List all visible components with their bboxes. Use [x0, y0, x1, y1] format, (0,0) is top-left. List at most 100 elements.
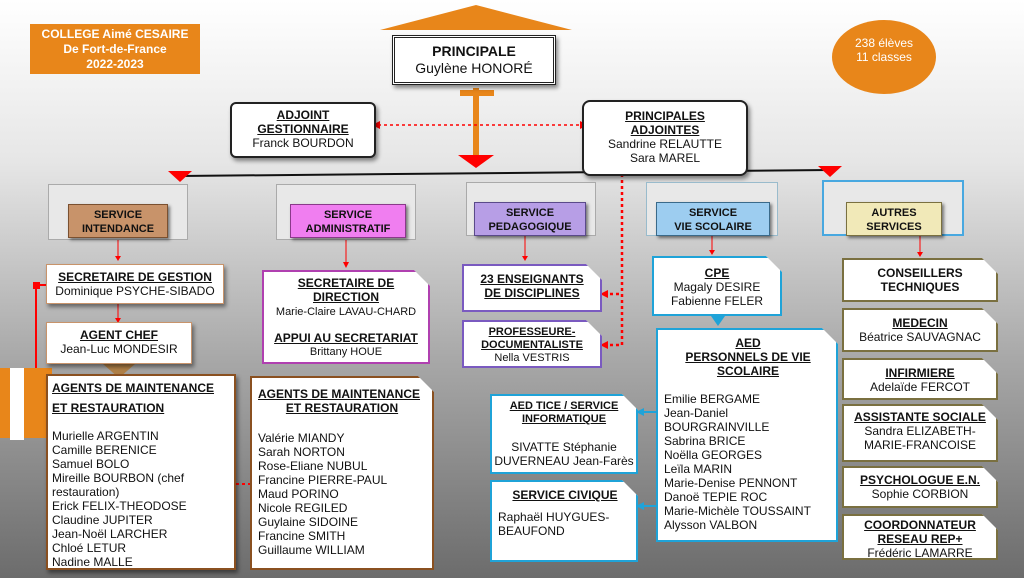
rep-title-2: RESEAU REP+ [877, 532, 963, 546]
agent-chef-box: AGENT CHEF Jean-Luc MONDESIR [46, 322, 192, 364]
staff-name: Claudine JUPITER [52, 513, 153, 527]
secretaire-direction-title: SECRETAIRE DE DIRECTION [297, 276, 395, 304]
college-name: COLLEGE Aimé CESAIRE [41, 27, 189, 41]
staff-name: Chloé LETUR [52, 541, 127, 555]
college-city: De Fort-de-France [63, 42, 167, 56]
staff-name: Marie-Denise PENNONT [664, 476, 798, 490]
staff-name: Emilie BERGAME [664, 392, 761, 406]
staff-name: Rose-Eliane NUBUL [258, 459, 368, 473]
service-civique-title: SERVICE CIVIQUE [512, 488, 618, 502]
adjointes-title: PRINCIPALES [625, 109, 705, 123]
agents-intendance-subtitle: ET RESTAURATION [52, 401, 165, 415]
college-banner: COLLEGE Aimé CESAIRE De Fort-de-France 2… [30, 24, 200, 74]
staff-name: Sabrina BRICE [664, 434, 746, 448]
aed-tice-l1: AED TICE / SERVICE [509, 400, 619, 412]
conseillers-l2: TECHNIQUES [880, 280, 960, 294]
agent-chef-triangle [103, 364, 135, 378]
left-orange-bar [0, 368, 52, 438]
service-administratif-l1: SERVICE [323, 209, 373, 221]
service-autres: AUTRES SERVICES [846, 202, 942, 236]
staff-name: Marie-Michèle TOUSSAINT [664, 504, 811, 518]
psychologue-box: PSYCHOLOGUE E.N. Sophie CORBION [842, 466, 998, 508]
stats-bubble: 238 élèves 11 classes [832, 20, 936, 94]
documentaliste-box: PROFESSEURE- DOCUMENTALISTE Nella VESTRI… [462, 320, 602, 368]
aed-tice-box: AED TICE / SERVICE INFORMATIQUE SIVATTE … [490, 394, 638, 474]
cpe-name-1: Magaly DESIRE [673, 280, 761, 294]
assistante-sociale-name-2: MARIE-FRANCOISE [863, 438, 976, 452]
adjoint-box: ADJOINT GESTIONNAIRE Franck BOURDON [230, 102, 376, 158]
documentaliste-l2: DOCUMENTALISTE [481, 339, 583, 351]
adjoint-subtitle: GESTIONNAIRE [257, 122, 349, 136]
aed-box: AED PERSONNELS DE VIE SCOLAIRE Emilie BE… [656, 328, 838, 542]
aed-tice-name-2: DUVERNEAU Jean-Farès [494, 454, 634, 468]
service-administratif: SERVICE ADMINISTRATIF [290, 204, 406, 238]
service-autres-l2: SERVICES [866, 221, 922, 233]
appui-secretariat-title: APPUI AU SECRETARIAT [274, 331, 418, 345]
staff-name: Leïla MARIN [664, 462, 733, 476]
adjointe-name-2: Sara MAREL [629, 151, 701, 165]
service-vie-scolaire-l2: VIE SCOLAIRE [674, 221, 752, 233]
secretaire-gestion-box: SECRETAIRE DE GESTION Dominique PSYCHE-S… [46, 264, 224, 304]
agents-intendance-box: AGENTS DE MAINTENANCE ET RESTAURATION Mu… [46, 374, 236, 570]
service-intendance-l2: INTENDANCE [81, 223, 155, 235]
service-pedagogique: SERVICE PEDAGOGIQUE [474, 202, 586, 236]
adjointes-subtitle: ADJOINTES [630, 123, 700, 137]
psychologue-title: PSYCHOLOGUE E.N. [859, 473, 981, 487]
staff-name: Maud PORINO [258, 487, 339, 501]
medecin-name: Béatrice SAUVAGNAC [859, 330, 981, 344]
staff-name: Nadine MALLE [52, 555, 133, 569]
assistante-sociale-box: ASSISTANTE SOCIALE Sandra ELIZABETH- MAR… [842, 404, 998, 462]
left-white-strip [10, 368, 24, 440]
staff-name: Nicole REGILED [258, 501, 348, 515]
service-civique-box: SERVICE CIVIQUE Raphaël HUYGUES- BEAUFON… [490, 480, 638, 562]
rep-title-1: COORDONNATEUR [864, 518, 976, 532]
secretaire-gestion-name: Dominique PSYCHE-SIBADO [55, 284, 215, 298]
agent-chef-title: AGENT CHEF [80, 328, 158, 342]
infirmiere-name: Adelaïde FERCOT [869, 380, 971, 394]
secretaire-direction-name: Marie-Claire LAVAU-CHARD [275, 306, 417, 318]
service-pedagogique-l1: SERVICE [505, 207, 555, 219]
agents-administratif-box: AGENTS DE MAINTENANCE ET RESTAURATION Va… [250, 376, 434, 570]
service-civique-name-2: BEAUFOND [498, 524, 565, 538]
cpe-box: CPE Magaly DESIRE Fabienne FELER [652, 256, 782, 316]
service-intendance: SERVICE INTENDANCE [68, 204, 168, 238]
adjoint-name: Franck BOURDON [252, 136, 354, 150]
students-count: 238 élèves [854, 36, 914, 50]
assistante-sociale-name-1: Sandra ELIZABETH- [864, 424, 976, 438]
staff-name: Jean-Noël LARCHER [52, 527, 168, 541]
cpe-name-2: Fabienne FELER [670, 294, 764, 308]
secretaire-gestion-title: SECRETAIRE DE GESTION [58, 270, 212, 284]
principal-box: PRINCIPALE Guylène HONORÉ [392, 35, 556, 85]
aed-title-2: PERSONNELS DE VIE [685, 350, 811, 364]
agents-intendance-title: AGENTS DE MAINTENANCE [52, 381, 215, 395]
principal-title: PRINCIPALE [432, 43, 516, 59]
service-vie-scolaire-l1: SERVICE [688, 207, 738, 219]
conseillers-l1: CONSEILLERS [877, 266, 963, 280]
staff-name: Valérie MIANDY [258, 431, 345, 445]
adjoint-title: ADJOINT [276, 108, 330, 122]
enseignants-l2: DE DISCIPLINES [484, 286, 580, 300]
medecin-box: MEDECIN Béatrice SAUVAGNAC [842, 308, 998, 352]
service-vie-scolaire: SERVICE VIE SCOLAIRE [656, 202, 770, 236]
classes-count: 11 classes [856, 50, 912, 64]
cpe-title: CPE [704, 266, 730, 280]
adjointe-name-1: Sandrine RELAUTTE [607, 137, 723, 151]
enseignants-box: 23 ENSEIGNANTS DE DISCIPLINES [462, 264, 602, 312]
staff-name: Danoë TEPIE ROC [664, 490, 768, 504]
assistante-sociale-title: ASSISTANTE SOCIALE [854, 410, 986, 424]
medecin-title: MEDECIN [892, 316, 948, 330]
college-year: 2022-2023 [86, 57, 144, 71]
agents-administratif-title: AGENTS DE MAINTENANCE [258, 387, 421, 401]
agent-chef-name: Jean-Luc MONDESIR [60, 342, 178, 356]
documentaliste-name: Nella VESTRIS [494, 352, 570, 364]
staff-name: Samuel BOLO [52, 457, 130, 471]
roof-shape [380, 5, 572, 30]
infirmiere-title: INFIRMIERE [885, 366, 955, 380]
staff-name: Sarah NORTON [258, 445, 345, 459]
aed-tice-l2: INFORMATIQUE [521, 413, 607, 425]
